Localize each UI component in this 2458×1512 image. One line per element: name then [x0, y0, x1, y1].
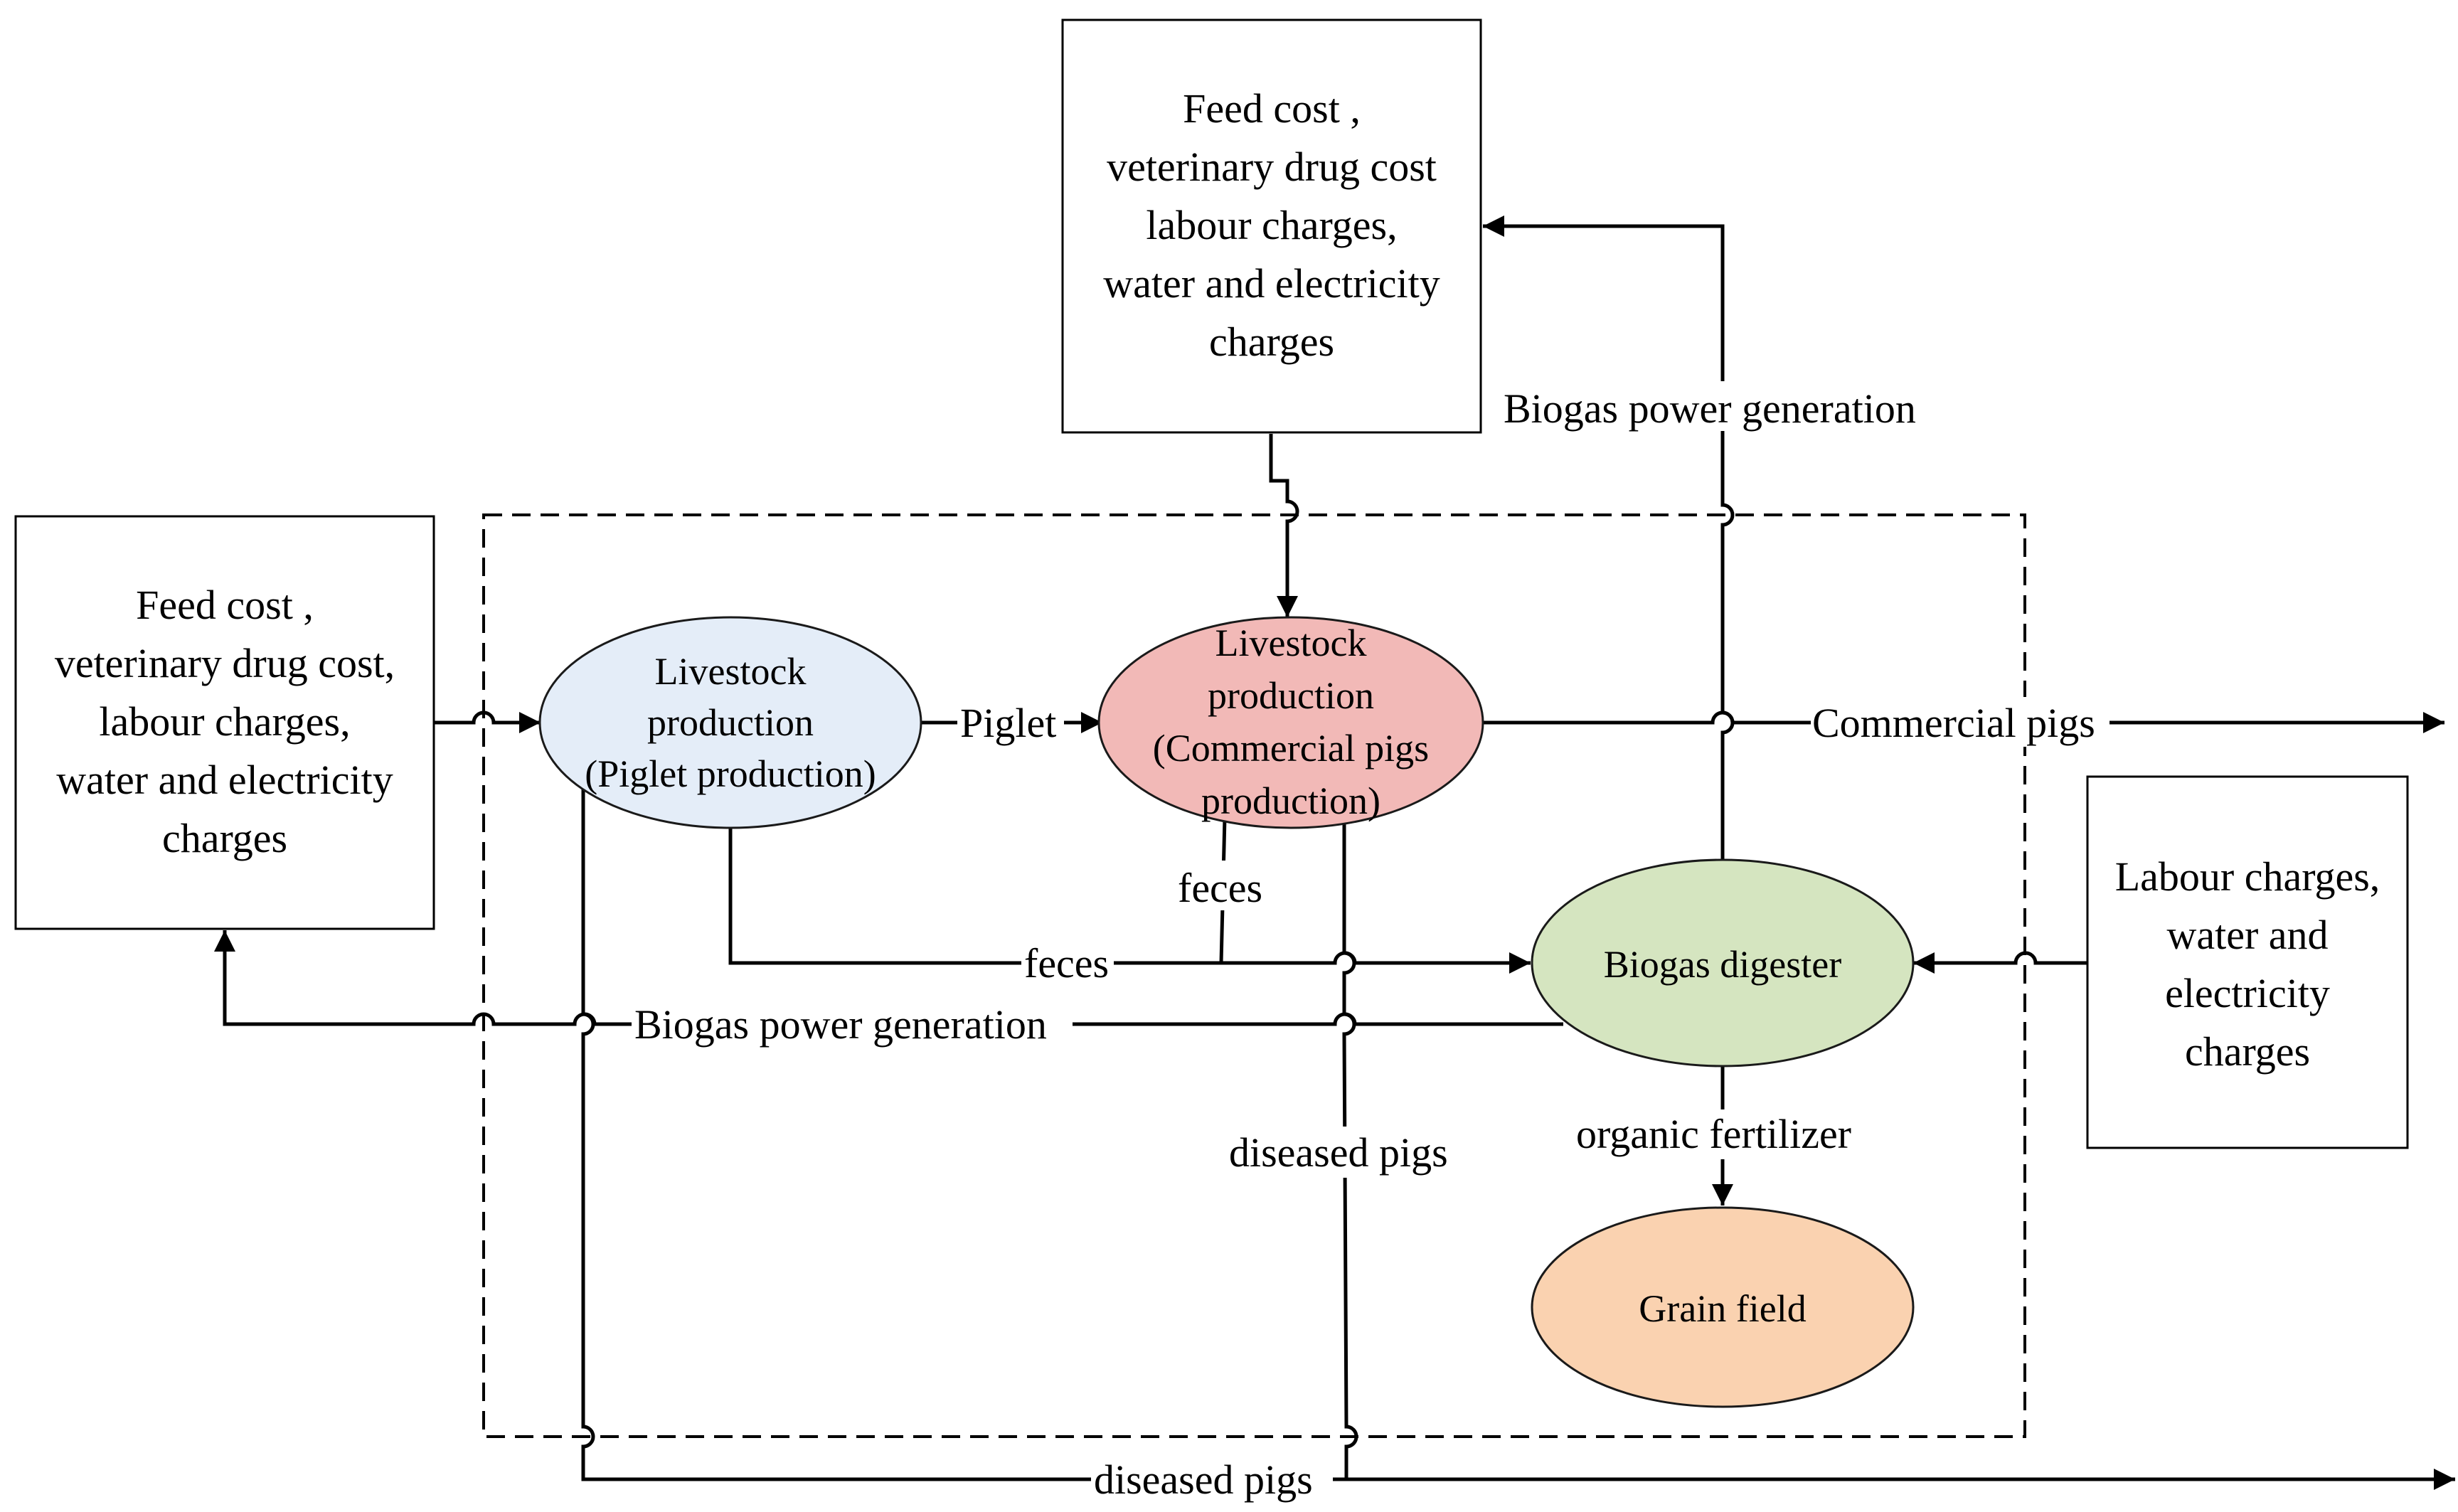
commercial-node-line-3: (Commercial pigs — [1153, 727, 1429, 770]
top-cost-line-2: veterinary drug cost — [1107, 144, 1437, 190]
label-commercial-pigs: Commercial pigs — [1811, 697, 2109, 747]
label-organic-fertilizer: organic fertilizer — [1570, 1109, 1875, 1159]
right-cost-box: Labour charges, water and electricity ch… — [2086, 775, 2409, 1149]
right-cost-line-3: electricity — [2165, 970, 2330, 1016]
left-cost-line-5: charges — [162, 815, 287, 861]
left-cost-line-3: labour charges, — [99, 698, 350, 745]
right-cost-line-4: charges — [2185, 1028, 2310, 1075]
svg-text:Biogas power generation: Biogas power generation — [634, 1001, 1047, 1048]
svg-text:feces: feces — [1024, 940, 1109, 986]
svg-text:feces: feces — [1178, 865, 1262, 911]
piglet-node-line-2: production — [647, 701, 814, 744]
label-piglet: Piglet — [957, 697, 1064, 747]
svg-text:organic fertilizer: organic fertilizer — [1576, 1111, 1851, 1157]
label-diseased-pigs-bottom: diseased pigs — [1091, 1454, 1333, 1505]
flow-top-costs-to-commercial — [1269, 434, 1299, 617]
left-cost-line-1: Feed cost , — [136, 582, 314, 628]
piglet-production-node: Livestock production (Piglet production) — [538, 616, 922, 829]
piglet-node-line-3: (Piglet production) — [585, 752, 876, 795]
svg-text:diseased pigs: diseased pigs — [1229, 1129, 1448, 1176]
grain-field-label: Grain field — [1639, 1287, 1806, 1330]
commercial-production-node: Livestock production (Commercial pigs pr… — [1097, 616, 1484, 829]
digester-node-label: Biogas digester — [1604, 943, 1841, 986]
svg-text:Biogas power generation: Biogas power generation — [1504, 385, 1916, 432]
biogas-digester-node: Biogas digester — [1531, 858, 1915, 1068]
label-diseased-pigs-mid: diseased pigs — [1225, 1127, 1467, 1178]
flow-diseased-pigs-vertical — [1342, 818, 1358, 1479]
top-cost-line-3: labour charges, — [1146, 202, 1397, 248]
grain-field-node: Grain field — [1531, 1206, 1915, 1408]
label-feces-main: feces — [1021, 937, 1114, 987]
right-cost-line-2: water and — [2166, 912, 2328, 958]
piglet-node-line-1: Livestock — [655, 650, 807, 693]
label-biogas-power-top: Biogas power generation — [1499, 381, 1940, 432]
flow-biogas-power-top — [1483, 215, 1735, 862]
flow-right-costs-to-digester — [1913, 951, 2087, 974]
commercial-node-line-2: production — [1208, 674, 1374, 717]
left-cost-box: Feed cost , veterinary drug cost, labour… — [14, 515, 435, 930]
left-cost-line-4: water and electricity — [56, 757, 393, 803]
right-cost-line-1: Labour charges, — [2115, 853, 2380, 900]
top-cost-line-1: Feed cost , — [1183, 85, 1361, 132]
top-cost-line-4: water and electricity — [1103, 260, 1440, 307]
flow-left-costs-to-piglet — [434, 710, 541, 733]
top-cost-line-5: charges — [1209, 319, 1334, 365]
svg-text:Piglet: Piglet — [960, 700, 1056, 746]
flow-diseased-pigs-piglet — [581, 782, 1346, 1481]
left-cost-line-2: veterinary drug cost, — [55, 640, 395, 686]
top-cost-box: Feed cost , veterinary drug cost labour … — [1061, 18, 1482, 434]
commercial-node-line-1: Livestock — [1215, 622, 1367, 664]
system-boundary — [482, 513, 2026, 1438]
flow-feces-to-digester — [728, 827, 1531, 974]
label-biogas-power-left: Biogas power generation — [632, 999, 1073, 1048]
commercial-node-line-4: production) — [1201, 779, 1380, 822]
svg-text:diseased pigs: diseased pigs — [1094, 1457, 1313, 1503]
label-feces-branch: feces — [1174, 861, 1273, 911]
svg-text:Commercial pigs: Commercial pigs — [1812, 700, 2095, 746]
